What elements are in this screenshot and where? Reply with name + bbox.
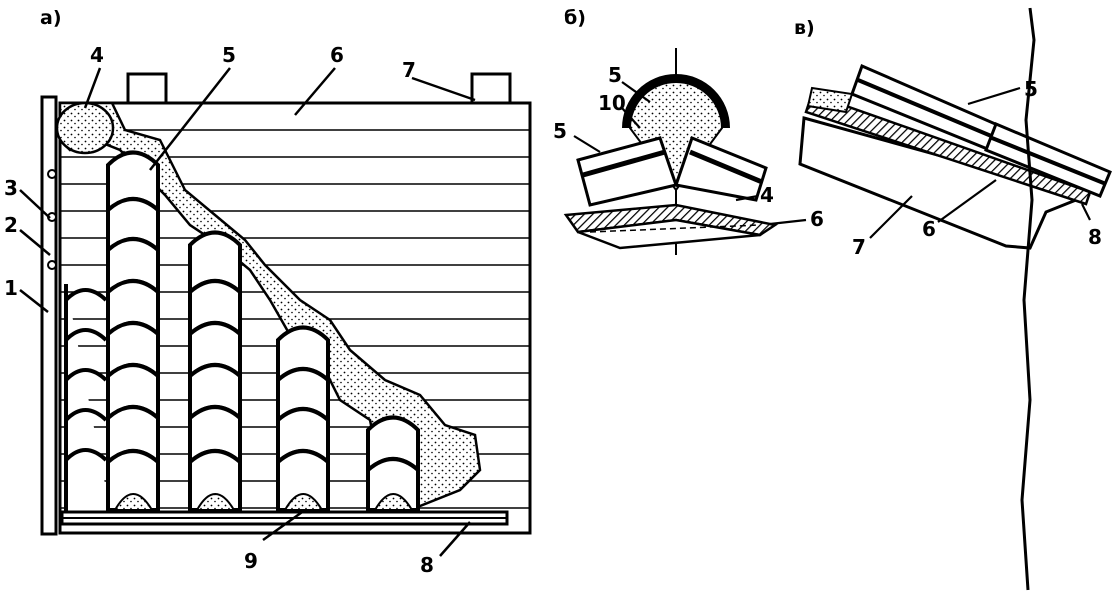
tile-column-5 [366,415,420,512]
axis-line [1020,7,1036,591]
label-4-b: 4 [760,183,774,207]
label-6-b: 6 [810,207,824,231]
leader-lines-c [869,86,1091,239]
label-4: 4 [90,43,104,67]
label-6-c: 6 [922,217,936,241]
label-7: 7 [402,58,416,82]
panel-c: в) 5 7 6 8 [794,7,1112,591]
label-10: 10 [598,91,626,115]
panel-b: б) 5 10 5 4 6 [553,7,824,255]
panel-b-title: б) [564,7,586,29]
panel-a-title: а) [40,7,62,29]
label-6: 6 [330,43,344,67]
panel-a: а) [4,7,532,577]
side-board [40,95,58,536]
label-9: 9 [244,549,258,573]
tile-column-1 [64,284,112,522]
label-5: 5 [222,43,236,67]
label-5-c: 5 [1024,77,1038,101]
ridge-block [126,72,168,105]
label-2: 2 [4,213,18,237]
nail [47,169,57,179]
mortar-blob [55,101,115,155]
label-7-c: 7 [852,235,866,259]
nail [47,260,57,270]
tile-column-2 [106,150,160,512]
leader-lines-a [19,67,476,557]
label-3: 3 [4,176,18,200]
eave-mortar [113,493,414,511]
label-5-side: 5 [553,119,567,143]
label-8: 8 [420,553,434,577]
right-tile [674,136,768,202]
panel-c-title: в) [794,17,815,39]
label-1: 1 [4,276,18,300]
ridge-cap [622,74,730,128]
label-5-top: 5 [608,63,622,87]
mortar-strip [806,86,854,114]
tile-column-4 [276,325,330,512]
ridge-mortar [628,81,724,192]
label-8-c: 8 [1088,225,1102,249]
mortar-band [58,101,482,512]
leader-lines-b [573,81,807,226]
ridge-block [470,72,512,105]
tile-column-3 [188,230,242,512]
